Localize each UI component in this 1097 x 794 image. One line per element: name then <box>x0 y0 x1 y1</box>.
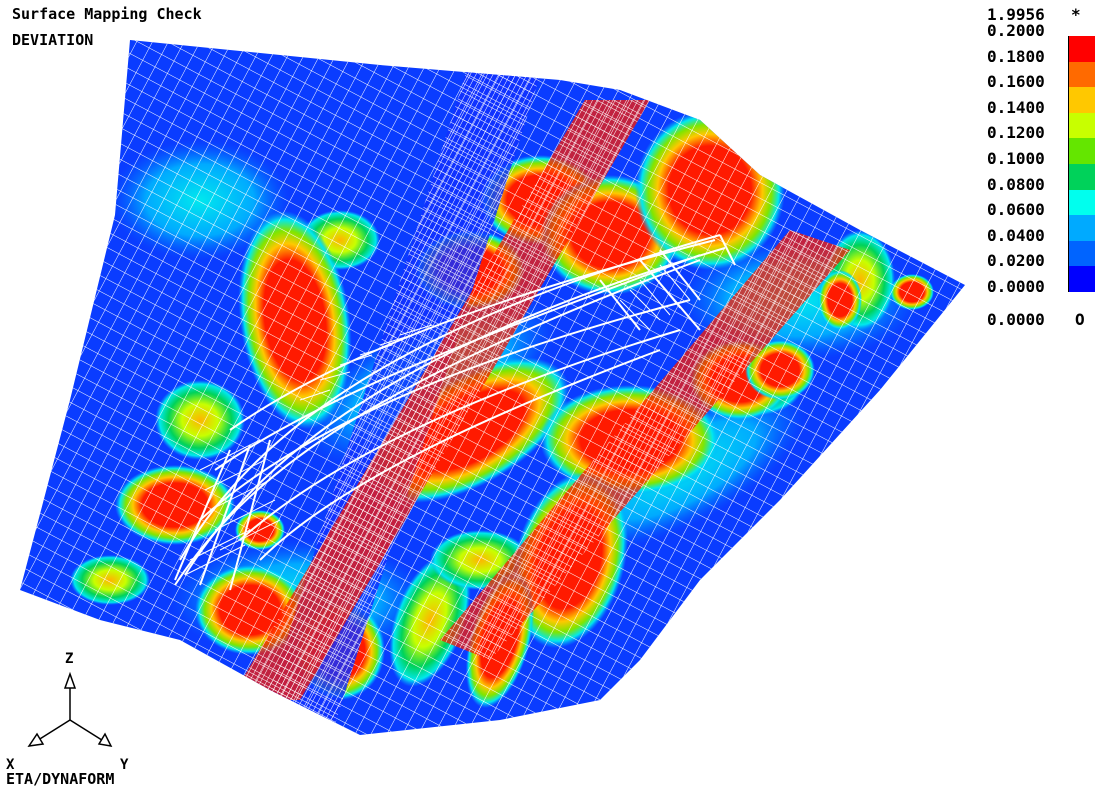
legend-level-label: 0.2000 <box>987 21 1045 40</box>
legend-level-label: 0.0200 <box>987 251 1045 271</box>
legend-swatch <box>1068 215 1095 242</box>
triad-y-label: Y <box>120 757 129 773</box>
legend-swatch <box>1068 61 1095 88</box>
legend-level-label: 0.1400 <box>987 97 1045 117</box>
mesh-fine-band-3 <box>440 230 850 660</box>
mesh-fine-band-2 <box>230 100 650 700</box>
legend-swatch <box>1068 189 1095 216</box>
legend-swatch <box>1068 266 1095 293</box>
legend-swatch <box>1068 36 1095 62</box>
legend-level-label: 0.0400 <box>987 225 1045 245</box>
legend-level-label: 0.1600 <box>987 72 1045 92</box>
legend-min-value: 0.0000 <box>987 310 1045 329</box>
plot-subtitle: DEVIATION <box>12 31 94 49</box>
legend-max-marker: * <box>1071 5 1081 24</box>
brand-label: ETA/DYNAFORM <box>6 770 115 788</box>
legend-swatch <box>1068 240 1095 267</box>
coordinate-triad <box>27 671 113 747</box>
legend-swatch <box>1068 112 1095 139</box>
triad-z-label: Z <box>65 651 74 667</box>
legend-level-label: 0.0000 <box>987 277 1045 296</box>
legend-swatch <box>1068 87 1095 114</box>
legend-level-label: 0.0600 <box>987 200 1045 220</box>
legend-level-label: 0.1200 <box>987 123 1045 143</box>
flange-wireframe <box>174 234 736 591</box>
legend-max-value: 1.9956 <box>987 5 1045 24</box>
legend-min-marker: O <box>1075 310 1085 329</box>
legend-swatch <box>1068 138 1095 165</box>
legend-level-label: 0.0800 <box>987 174 1045 194</box>
legend-swatch <box>1068 164 1095 190</box>
legend-level-label: 0.1000 <box>987 149 1045 168</box>
plot-title: Surface Mapping Check <box>12 5 202 23</box>
legend-level-label: 0.1800 <box>987 46 1045 66</box>
flange-hatching <box>184 264 691 576</box>
triad-x-label: X <box>6 757 15 773</box>
